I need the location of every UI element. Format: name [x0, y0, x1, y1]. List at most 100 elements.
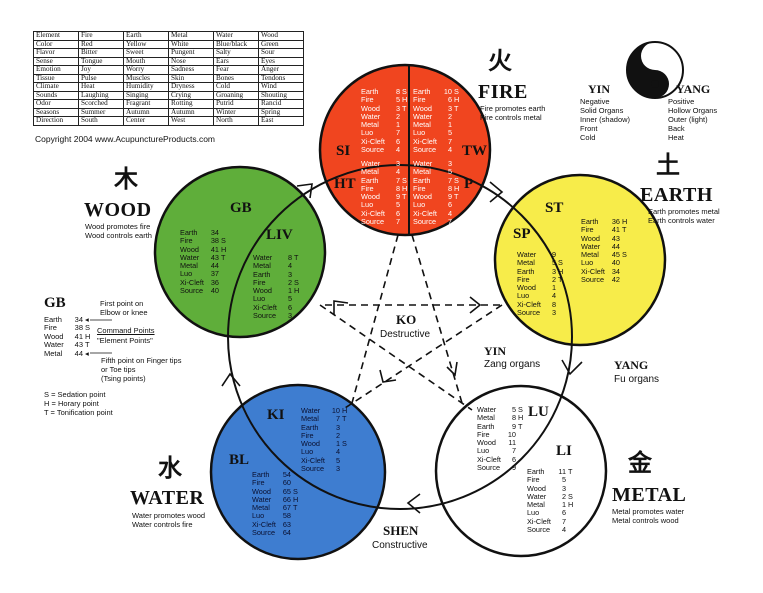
table-cell: Worry: [123, 65, 169, 75]
point-number: 9: [551, 250, 556, 259]
point-type: [292, 295, 299, 303]
point-number: 5: [551, 258, 556, 268]
table-cell: Green: [258, 39, 304, 49]
water-glyph: 水: [158, 454, 182, 482]
arrowheads: [221, 181, 583, 514]
point-label: Source: [581, 274, 605, 284]
table-cell: Salty: [213, 48, 259, 58]
point-type: S: [294, 277, 299, 287]
point-number: 6: [447, 200, 452, 210]
table-cell: Sadness: [168, 65, 214, 75]
point-number: 4: [561, 524, 566, 534]
legend-element-points: "Element Points": [97, 336, 153, 345]
point-type: S: [221, 236, 226, 246]
point-type: [556, 301, 563, 309]
point-type: [452, 218, 459, 226]
table-cell: Heat: [78, 82, 124, 92]
point-number: 5: [335, 455, 340, 465]
point-number: 2: [447, 111, 452, 121]
meridian-label-bl: BL: [229, 452, 250, 468]
point-number: 44: [210, 261, 219, 270]
water-circle: [209, 383, 387, 561]
point-label: Luo: [252, 511, 265, 521]
point-number: 7: [335, 414, 340, 424]
point-type: [340, 457, 347, 465]
point-label: Wood: [253, 286, 272, 295]
point-type: [516, 431, 523, 439]
point-label: Source: [301, 463, 325, 473]
point-number: 6: [395, 136, 400, 146]
legend-arrows: [90, 319, 112, 354]
point-type: [566, 509, 573, 517]
point-number: 3: [447, 103, 452, 113]
point-type: T: [558, 274, 563, 284]
point-number: 5: [447, 128, 452, 138]
point-label: Wood: [413, 103, 432, 113]
point-number: 64: [282, 527, 291, 537]
point-label: Xi-Cleft: [301, 455, 325, 465]
point-label: Wood: [413, 192, 432, 201]
point-label: Fire: [413, 183, 426, 193]
point-label: Xi-Cleft: [361, 136, 385, 146]
table-cell: West: [168, 116, 214, 126]
point-label: Wood: [180, 244, 199, 254]
meridian-label-gb: GB: [230, 200, 252, 216]
point-type: H: [454, 183, 460, 193]
point-type: S: [293, 486, 298, 496]
table-cell: Nose: [168, 56, 214, 66]
table-cell: White: [168, 39, 214, 49]
table-cell: Autumn: [168, 107, 214, 117]
point-label: Xi-Cleft: [527, 516, 551, 526]
point-type: [219, 270, 226, 278]
point-label: Earth: [44, 315, 62, 324]
point-type: [452, 146, 459, 154]
table-cell: Sour: [258, 48, 304, 58]
table-cell: Odor: [33, 99, 79, 109]
point-label: Earth: [581, 217, 599, 226]
point-label: Metal: [253, 261, 271, 271]
point-label: Water: [361, 111, 381, 121]
point-label: Source: [413, 144, 437, 154]
point-number: 7: [395, 128, 400, 138]
point-label: Luo: [581, 258, 594, 268]
point-number: 66: [282, 494, 291, 504]
point-label: Earth: [252, 470, 270, 479]
point-label: Earth: [180, 228, 198, 237]
point-number: 6: [447, 95, 452, 105]
point-label: Earth: [517, 266, 535, 276]
point-label: Earth: [527, 467, 545, 476]
point-number: 8: [447, 183, 452, 193]
point-type: [291, 471, 298, 479]
point-label: Metal: [361, 120, 379, 129]
ko-star-dashed-lines: [319, 234, 503, 411]
point-label: Wood: [301, 439, 320, 448]
point-number: 4: [287, 261, 292, 271]
table-cell: Wood: [258, 31, 304, 41]
point-number: 3: [561, 483, 566, 493]
point-number: 63: [282, 519, 291, 529]
